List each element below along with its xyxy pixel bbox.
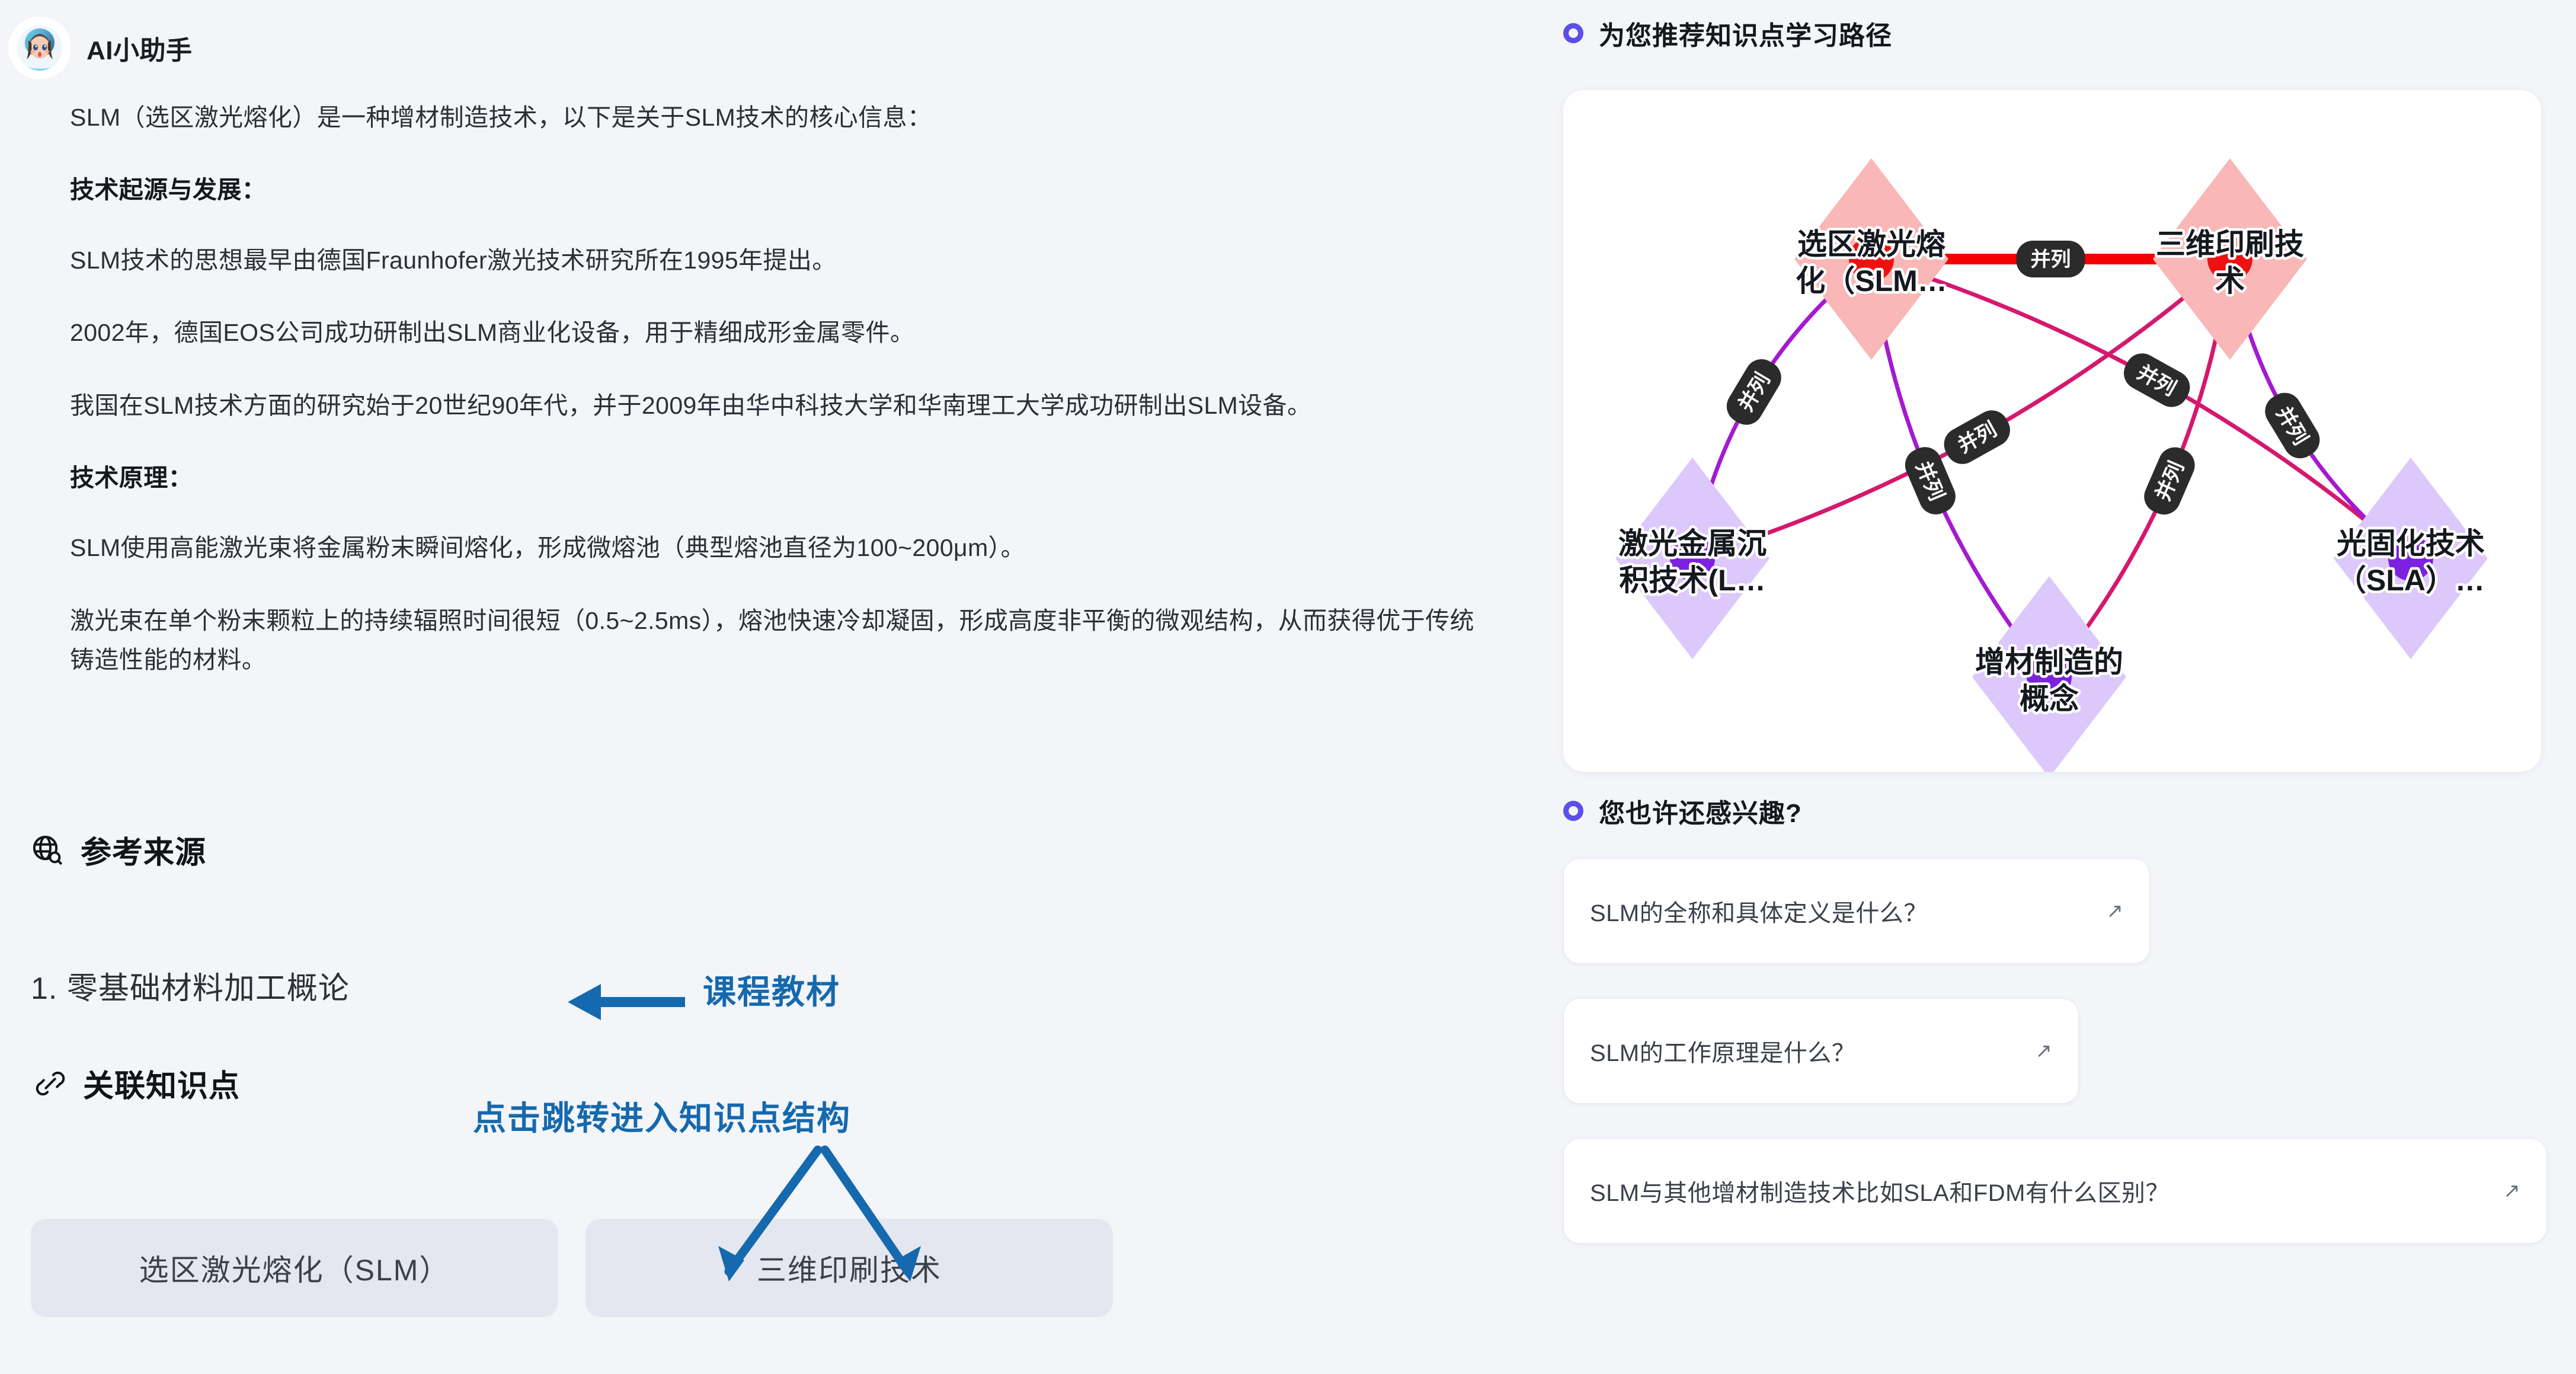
suggestion-text: SLM与其他增材制造技术比如SLA和FDM有什么区别？	[1590, 1180, 2169, 1206]
graph-node-label: 概念	[2020, 682, 2079, 715]
answer-paragraph: SLM技术的思想最早由德国Fraunhofer激光技术研究所在1995年提出。	[70, 246, 837, 274]
graph-panel-header: 为您推荐知识点学习路径	[1563, 14, 1892, 52]
link-chain-icon	[36, 1071, 65, 1095]
graph-node-label: 光固化技术	[2337, 527, 2485, 560]
svg-text:三维印刷技: 三维印刷技	[2156, 228, 2304, 261]
graph-node-label: 化（SLM…	[1796, 264, 1947, 298]
svg-text:积技术(L…: 积技术(L…	[1619, 564, 1765, 597]
graph-node-label: 增材制造的	[1975, 646, 2123, 679]
graph-node-core	[1670, 536, 1715, 581]
graph-edge-labels: 并列并列并列并列并列并列并列	[1726, 241, 2320, 515]
svg-text:光固化技术: 光固化技术	[2337, 527, 2485, 560]
arrow-down-right-icon	[820, 1145, 913, 1276]
knowledge-point-chip-3dprint[interactable]: 三维印刷技术	[585, 1219, 1113, 1317]
suggestion-text: SLM的工作原理是什么？	[1590, 1040, 1856, 1066]
knowledge-point-chip-slm[interactable]: 选区激光熔化（SLM）	[31, 1219, 558, 1317]
answer-paragraph: 我国在SLM技术方面的研究始于20世纪90年代，并于2009年由华中科技大学和华…	[70, 391, 1312, 419]
answer-paragraph: SLM使用高能激光束将金属粉末瞬间熔化，形成微熔池（典型熔池直径为100~200…	[70, 534, 1025, 562]
related-section-title: 关联知识点	[83, 1069, 241, 1104]
interest-panel-header: 您也许还感兴趣?	[1563, 792, 1802, 830]
annotation-textbook-label: 课程教材	[703, 973, 840, 1011]
arrow-up-right-icon: ↗	[2106, 900, 2124, 922]
anime-girl-avatar	[8, 17, 71, 79]
graph-edge-label: 并列	[2124, 353, 2190, 407]
answer-subheading: 技术原理：	[70, 464, 193, 492]
graph-node[interactable]: 选区激光熔选区激光熔化（SLM…化（SLM…	[1793, 158, 1950, 360]
graph-edge-label: 并列	[1726, 359, 1781, 425]
arrow-up-right-icon: ↗	[2503, 1180, 2521, 1202]
knowledge-graph-card[interactable]: 选区激光熔选区激光熔化（SLM…化（SLM…三维印刷技三维印刷技术术激光金属沉激…	[1563, 90, 2541, 772]
suggestion-text: SLM的全称和具体定义是什么？	[1590, 900, 1928, 926]
svg-text:化（SLM…: 化（SLM…	[1796, 264, 1947, 298]
graph-edge-label: 并列	[2265, 392, 2320, 459]
assistant-name: AI小助手	[87, 36, 193, 65]
reference-item[interactable]: 1. 零基础材料加工概论	[31, 972, 350, 1006]
graph-node[interactable]: 光固化技术光固化技术（SLA）…（SLA）…	[2334, 458, 2488, 659]
reference-section-header: 参考来源	[31, 827, 206, 872]
arrow-left-icon	[568, 984, 685, 1020]
graph-edge-label: 并列	[2016, 241, 2085, 277]
assistant-header: AI小助手	[8, 17, 193, 79]
annotation-down-arrows	[718, 1145, 921, 1282]
suggestion-card[interactable]: SLM的全称和具体定义是什么？ ↗	[1563, 858, 2150, 964]
graph-edge	[1691, 257, 2232, 561]
recommendation-column: 为您推荐知识点学习路径 选区激光熔选区激光熔化（SLM…化（SLM… 三维印刷技三…	[1541, 0, 2576, 1374]
related-section-header: 关联知识点	[34, 1061, 240, 1105]
answer-column: AI小助手 SLM（选区激光熔化）是一种增材制造技术，以下是关于SLM技术的核心…	[8, 17, 1486, 1317]
svg-text:概念: 概念	[2020, 682, 2079, 715]
graph-edge-label: 并列	[1944, 410, 2010, 464]
svg-text:增材制造的: 增材制造的	[1975, 646, 2123, 679]
svg-text:并列: 并列	[2031, 248, 2071, 271]
graph-node-core	[1849, 237, 1894, 282]
graph-panel-title: 为您推荐知识点学习路径	[1599, 21, 1892, 50]
answer-paragraph: 激光束在单个粉末颗粒上的持续辐照时间很短（0.5~2.5ms），熔池快速冷却凝固…	[70, 606, 1474, 674]
knowledge-point-chip-row: 选区激光熔化（SLM） 三维印刷技术	[31, 1219, 1113, 1317]
reference-section-title: 参考来源	[81, 836, 207, 870]
globe-search-icon	[33, 835, 63, 865]
graph-edge-label: 并列	[2144, 447, 2195, 515]
svg-text:术: 术	[2215, 264, 2245, 298]
arrow-down-left-icon	[724, 1145, 823, 1276]
graph-nodes: 选区激光熔选区激光熔化（SLM…化（SLM…三维印刷技三维印刷技术术激光金属沉激…	[1615, 158, 2488, 772]
svg-text:激光金属沉: 激光金属沉	[1618, 527, 1767, 560]
answer-paragraph: 2002年，德国EOS公司成功研制出SLM商业化设备，用于精细成形金属零件。	[70, 319, 915, 347]
ring-bullet-icon	[1563, 801, 1583, 821]
ring-bullet-icon	[1563, 23, 1583, 43]
interest-panel-title: 您也许还感兴趣?	[1599, 799, 1802, 828]
graph-node-core	[2027, 654, 2072, 699]
graph-edge	[1870, 257, 2412, 560]
graph-node-label: 积技术(L…	[1619, 564, 1765, 597]
graph-edge-label: 并列	[1905, 447, 1956, 515]
graph-node-label: 术	[2215, 264, 2245, 298]
suggestion-card[interactable]: SLM的工作原理是什么？ ↗	[1563, 998, 2079, 1104]
suggestion-list: SLM的全称和具体定义是什么？ ↗ SLM的工作原理是什么？ ↗ SLM与其他增…	[1563, 858, 2547, 1278]
answer-paragraph: SLM（选区激光熔化）是一种增材制造技术，以下是关于SLM技术的核心信息：	[70, 104, 932, 131]
answer-subheading: 技术起源与发展：	[70, 176, 267, 204]
graph-node-label: 三维印刷技	[2156, 228, 2304, 261]
suggestion-card[interactable]: SLM与其他增材制造技术比如SLA和FDM有什么区别？ ↗	[1563, 1138, 2547, 1244]
graph-node-label: 激光金属沉	[1618, 527, 1767, 560]
answer-body: SLM（选区激光熔化）是一种增材制造技术，以下是关于SLM技术的核心信息： 技术起…	[70, 98, 1486, 680]
graph-node-core	[2388, 536, 2433, 581]
arrow-up-right-icon: ↗	[2035, 1040, 2053, 1062]
graph-node-label: 选区激光熔	[1797, 228, 1945, 261]
graph-node-core	[2207, 237, 2252, 282]
annotation-jump-label: 点击跳转进入知识点结构	[473, 1100, 851, 1137]
knowledge-graph[interactable]: 选区激光熔选区激光熔化（SLM…化（SLM…三维印刷技三维印刷技术术激光金属沉激…	[1563, 90, 2541, 772]
avatar	[8, 17, 71, 79]
graph-node-label: （SLA）…	[2337, 564, 2485, 597]
graph-node[interactable]: 激光金属沉激光金属沉积技术(L…积技术(L…	[1615, 458, 1769, 659]
svg-text:（SLA）…: （SLA）…	[2337, 564, 2485, 597]
svg-text:选区激光熔: 选区激光熔	[1797, 228, 1945, 261]
